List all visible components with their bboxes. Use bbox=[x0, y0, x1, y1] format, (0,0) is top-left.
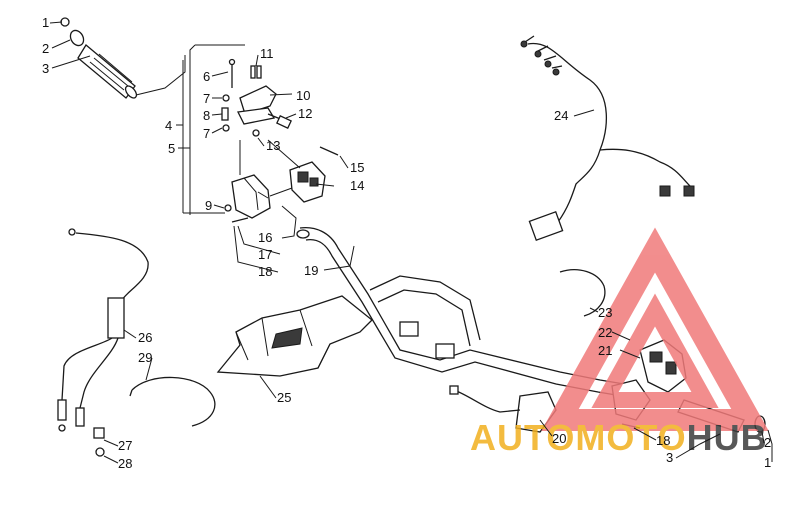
callout-5: 5 bbox=[168, 141, 175, 156]
watermark-text-automoto: AUTOMOTO bbox=[470, 417, 687, 458]
callout-13: 13 bbox=[266, 138, 280, 153]
callout-2: 2 bbox=[42, 41, 49, 56]
screw-18 bbox=[231, 217, 249, 223]
washer-7b bbox=[222, 124, 230, 132]
bar-clamp bbox=[399, 321, 419, 337]
callout-18: 18 bbox=[258, 264, 272, 279]
callout-7b: 7 bbox=[203, 126, 210, 141]
pin-11 bbox=[250, 65, 256, 79]
screw-9 bbox=[224, 204, 232, 212]
callout-6: 6 bbox=[203, 69, 210, 84]
washer-7 bbox=[222, 94, 230, 102]
callout-4: 4 bbox=[165, 118, 172, 133]
left-grip bbox=[77, 44, 136, 99]
throttle-housing-assembly bbox=[182, 44, 292, 223]
harness-connector bbox=[528, 210, 564, 242]
callout-1b: 1 bbox=[764, 455, 771, 470]
callout-labels: 1 2 3 4 5 6 7 8 7 9 10 11 12 13 14 15 16… bbox=[42, 15, 771, 471]
callout-14: 14 bbox=[350, 178, 364, 193]
throttle-housing bbox=[231, 174, 271, 219]
callout-26: 26 bbox=[138, 330, 152, 345]
callout-8: 8 bbox=[203, 108, 210, 123]
callout-23: 23 bbox=[598, 305, 612, 320]
callout-18b: 18 bbox=[656, 433, 670, 448]
callout-3: 3 bbox=[42, 61, 49, 76]
clip-27 bbox=[93, 427, 105, 439]
callout-9: 9 bbox=[205, 198, 212, 213]
nut-28 bbox=[95, 447, 105, 457]
nut-13 bbox=[252, 129, 260, 137]
left-grip-assembly bbox=[60, 17, 186, 99]
callout-10: 10 bbox=[296, 88, 310, 103]
bar-clamp-b bbox=[435, 343, 455, 359]
callout-29: 29 bbox=[138, 350, 152, 365]
handlebar-pad bbox=[216, 295, 373, 377]
screw-12 bbox=[276, 114, 292, 130]
callout-16: 16 bbox=[258, 230, 272, 245]
callout-20: 20 bbox=[552, 431, 566, 446]
leader-lines bbox=[49, 21, 773, 464]
cable-bracket-29 bbox=[131, 376, 216, 427]
wiring-harness bbox=[520, 35, 695, 242]
switch-cover-15 bbox=[319, 146, 339, 156]
callout-22: 22 bbox=[598, 325, 612, 340]
svg-text:AUTOMOTOHUB: AUTOMOTOHUB bbox=[470, 417, 768, 458]
grip-cap-screw bbox=[60, 17, 70, 27]
callout-12: 12 bbox=[298, 106, 312, 121]
spacer-8 bbox=[221, 107, 229, 121]
callout-21: 21 bbox=[598, 343, 612, 358]
watermark: AUTOMOTOHUB bbox=[470, 227, 769, 458]
callout-17: 17 bbox=[258, 247, 272, 262]
callout-1: 1 bbox=[42, 15, 49, 30]
callout-3b: 3 bbox=[666, 450, 673, 465]
handlebar bbox=[296, 226, 631, 398]
callout-19: 19 bbox=[304, 263, 318, 278]
callout-2b: 2 bbox=[764, 435, 771, 450]
switch-housing-assembly bbox=[267, 139, 339, 203]
callout-25: 25 bbox=[277, 390, 291, 405]
grip-end-cap bbox=[69, 29, 85, 47]
callout-27: 27 bbox=[118, 438, 132, 453]
watermark-text-hub: HUB bbox=[687, 417, 768, 458]
cable-junction bbox=[107, 297, 125, 339]
throttle-cable bbox=[57, 228, 216, 457]
watermark-triangle bbox=[541, 227, 769, 431]
callout-11: 11 bbox=[260, 46, 274, 61]
callout-24: 24 bbox=[554, 108, 568, 123]
callout-7: 7 bbox=[203, 91, 210, 106]
callout-15: 15 bbox=[350, 160, 364, 175]
callout-28: 28 bbox=[118, 456, 132, 471]
